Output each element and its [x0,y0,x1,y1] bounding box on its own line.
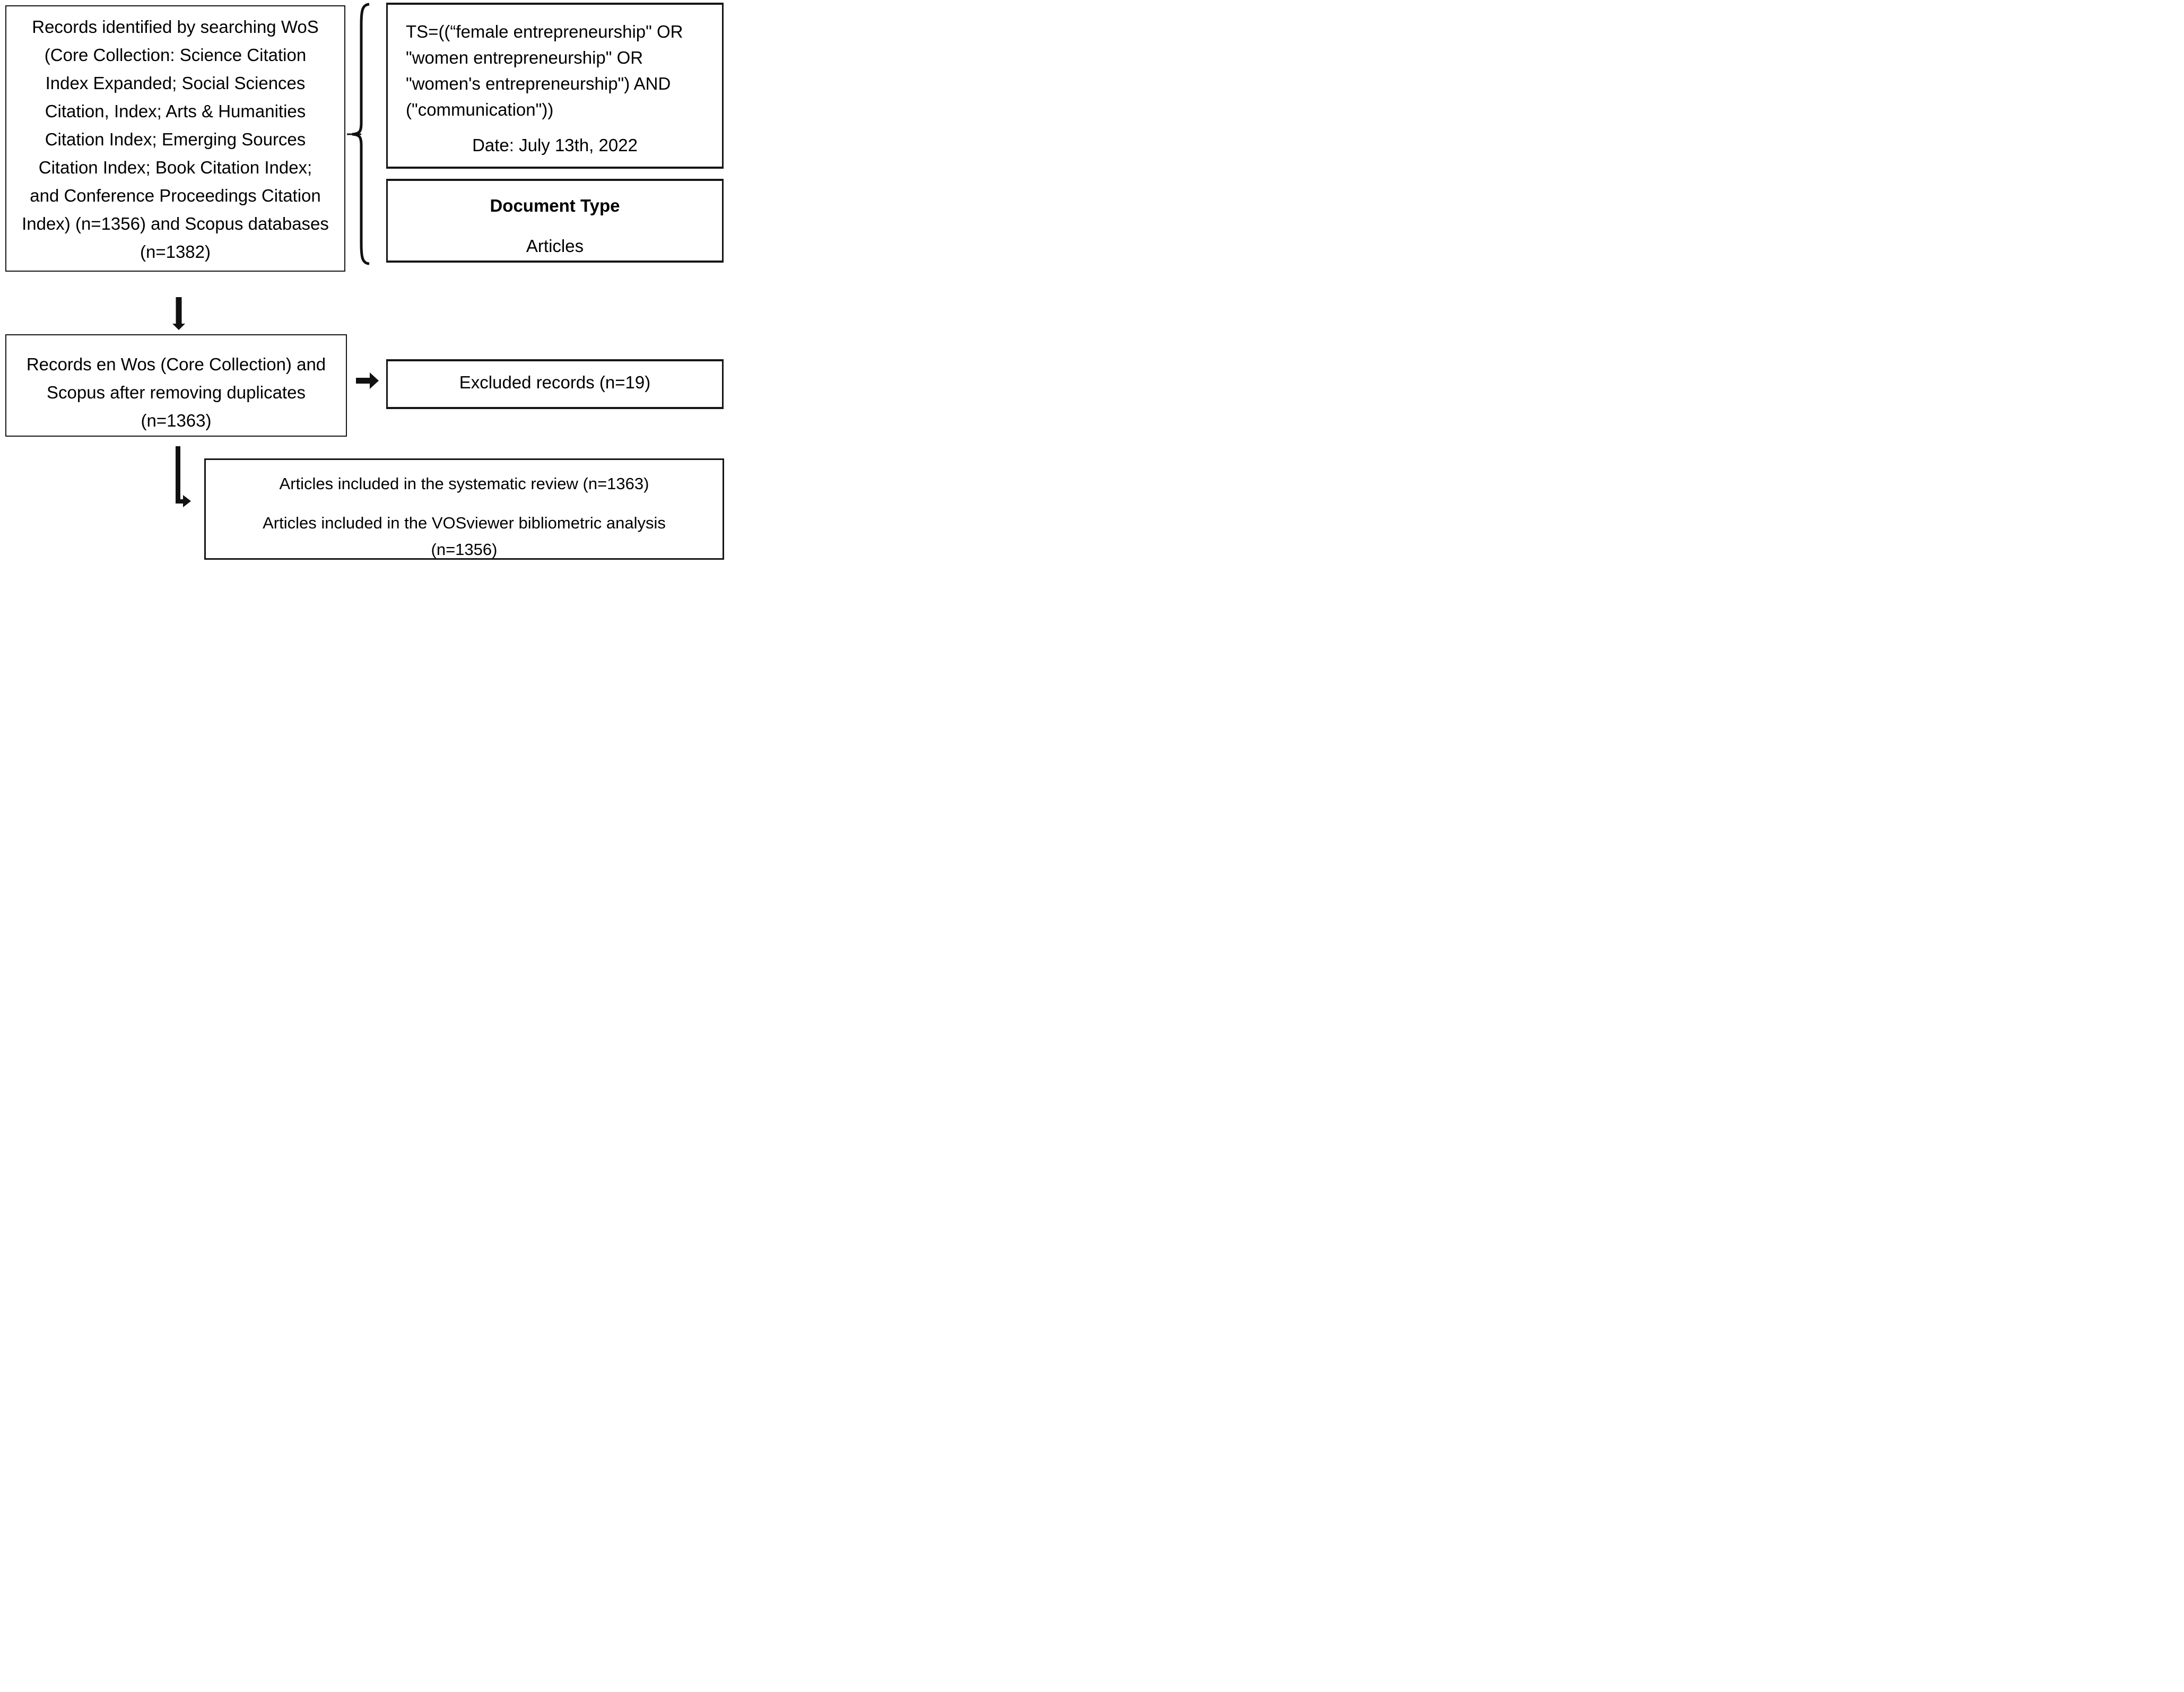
right-arrow-icon [356,372,379,389]
included-line: (n=1356) [431,540,498,559]
included-articles-box: Articles included in the systematic revi… [204,458,724,560]
included-line: Articles included in the systematic revi… [279,474,649,493]
identification-line: and Conference Proceedings Citation [30,186,321,205]
identification-line: (n=1382) [140,242,211,262]
excluded-records-label: Excluded records (n=19) [459,372,651,392]
document-type-box: Document Type Articles [386,179,724,263]
elbow-down-right-arrow-icon [176,446,191,507]
included-line: Articles included in the VOSviewer bibli… [263,514,666,532]
identification-line: (Core Collection: Science Citation [44,45,307,65]
query-line: "women's entrepreneurship") AND [406,74,671,93]
identification-line: Citation Index; Book Citation Index; [38,158,312,177]
identification-line: Citation Index; Emerging Sources [45,129,306,149]
down-arrow-icon [172,297,185,330]
search-query-box: TS=((“female entrepreneurship" OR "women… [386,3,724,169]
left-curly-brace-icon [346,2,373,266]
deduplicated-records-box: Records en Wos (Core Collection) and Sco… [5,334,347,437]
identification-line: Records identified by searching WoS [32,17,319,37]
query-date: Date: July 13th, 2022 [472,135,638,155]
document-type-title: Document Type [490,196,620,215]
identification-box: Records identified by searching WoS (Cor… [5,5,345,272]
deduplicated-line: (n=1363) [141,411,212,430]
identification-line: Index) (n=1356) and Scopus databases [22,214,329,233]
excluded-records-box: Excluded records (n=19) [386,359,724,409]
query-line: TS=((“female entrepreneurship" OR [406,22,683,41]
flow-diagram: Records identified by searching WoS (Cor… [0,0,728,564]
identification-line: Index Expanded; Social Sciences [45,73,306,93]
identification-line: Citation, Index; Arts & Humanities [45,101,306,121]
deduplicated-line: Records en Wos (Core Collection) and [26,354,326,374]
deduplicated-line: Scopus after removing duplicates [47,383,306,402]
query-line: ("communication")) [406,100,554,119]
document-type-value: Articles [526,236,584,256]
query-line: "women entrepreneurship" OR [406,48,643,67]
